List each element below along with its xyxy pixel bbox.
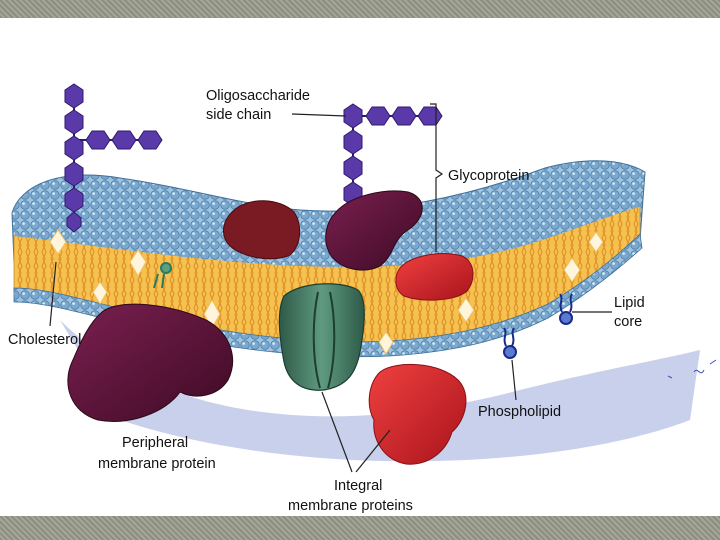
oligosaccharide-label-line1: Oligosaccharide [206,88,310,104]
peripheral-membrane-protein [67,303,234,422]
leader-lines [49,103,612,473]
integral-channel-protein [278,283,365,391]
integral-proteins-label-line1: Integral [334,478,382,494]
cholesterol-glyph [153,262,172,289]
peripheral-protein-label-line1: Peripheral [122,435,188,451]
right-oligosaccharide-chain [343,103,443,214]
glycoprotein-body [325,190,423,271]
phospholipid-glyphs [503,293,573,359]
cholesterol-label: Cholesterol [8,332,81,348]
bottom-border-bar [0,516,720,540]
oligosaccharide-label-line2: side chain [206,107,271,123]
lower-red-membrane-protein [368,363,467,465]
lipid-core-label-line1: Lipid [614,295,645,311]
left-oligosaccharide-chain [64,83,163,233]
phospholipid-label: Phospholipid [478,404,561,420]
cholesterol-molecules [49,229,604,355]
integral-proteins-label-line2: membrane proteins [288,498,413,514]
top-border-bar [0,0,720,18]
outer-head-row [14,196,642,267]
peripheral-protein-label-line2: membrane protein [98,456,216,472]
stray-marks [667,359,717,379]
outer-peripheral-protein [223,200,301,260]
lipid-core-label-line2: core [614,314,642,330]
glycoprotein-label: Glycoprotein [448,168,529,184]
membrane-shadow [60,320,700,462]
red-membrane-protein [395,253,474,301]
